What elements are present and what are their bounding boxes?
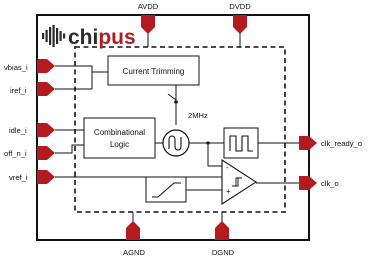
combinational-logic-label-2: Logic [110, 140, 129, 149]
current-trimming-label: Current Trimming [123, 67, 185, 76]
pin-off-n-i: off_n_i [4, 146, 55, 160]
pin-dgnd: DGND [212, 212, 235, 257]
wiring [55, 65, 299, 191]
combinational-logic-block: Combinational Logic [83, 117, 156, 159]
oscillator-block: 2MHz [162, 111, 208, 157]
pin-label-clk-o: clk_o [321, 179, 339, 188]
ramp-block [145, 176, 187, 203]
oscillator-freq-label: 2MHz [188, 111, 208, 120]
waveform-logo-icon [42, 25, 66, 47]
pin-label-dvdd: DVDD [229, 2, 251, 11]
comparator-block: - + [221, 158, 258, 206]
pin-dvdd: DVDD [229, 2, 251, 47]
pin-label-clk-ready-o: clk_ready_o [321, 139, 362, 148]
clk-junction-dot [206, 141, 210, 145]
pin-iref-i: iref_i [10, 82, 55, 96]
pin-label-off-n-i: off_n_i [4, 149, 27, 158]
chipus-logo: chipus [42, 25, 136, 49]
combinational-logic-label-1: Combinational [94, 128, 145, 137]
pin-avdd: AVDD [138, 2, 159, 47]
logo-text-pus: pus [98, 26, 135, 49]
svg-text:chipus: chipus [68, 26, 136, 49]
square-wave-icon [229, 135, 253, 152]
logo-text-chi: chi [68, 26, 98, 49]
pin-clk-ready-o: clk_ready_o [299, 136, 362, 150]
pin-label-dgnd: DGND [212, 248, 235, 257]
pin-vref-i: vref_i [9, 170, 55, 184]
pin-label-iref-i: iref_i [10, 86, 27, 95]
current-trimming-block: Current Trimming [107, 55, 200, 86]
comparator-plus: + [226, 187, 231, 196]
pin-idle-i: idle_i [9, 123, 55, 137]
pin-vbias-i: vbias_i [4, 59, 55, 73]
pin-label-agnd: AGND [123, 248, 145, 257]
pin-label-avdd: AVDD [138, 2, 159, 11]
pin-label-vref-i: vref_i [9, 173, 28, 182]
comparator-minus: - [226, 163, 229, 172]
ramp-icon [152, 182, 181, 198]
sine-wave-icon [168, 135, 182, 151]
pin-agnd: AGND [123, 212, 145, 257]
pin-clk-o: clk_o [299, 176, 339, 190]
pin-label-idle-i: idle_i [9, 126, 27, 135]
switch-node [174, 100, 178, 104]
pin-label-vbias-i: vbias_i [4, 63, 28, 72]
clock-divider-block [223, 127, 259, 159]
